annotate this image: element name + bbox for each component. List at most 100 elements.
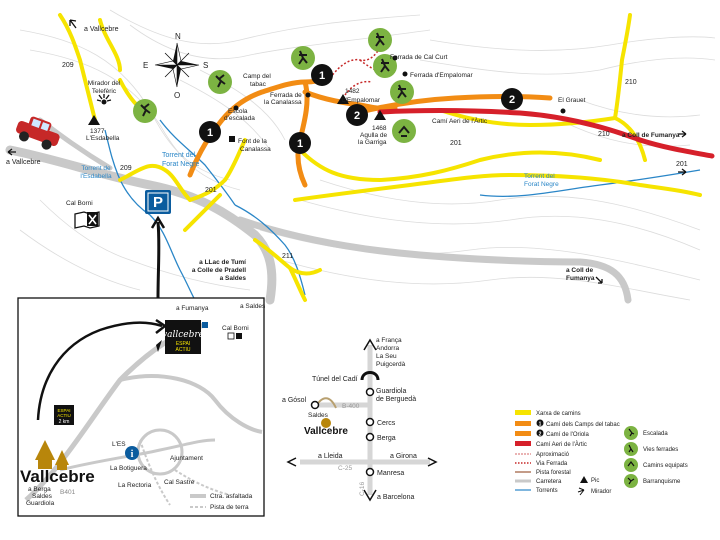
- label-llac-1: a LLac de Tumí: [199, 259, 246, 266]
- regional-lleida: a Lleida: [318, 453, 343, 460]
- route-1-number-b: 1: [297, 138, 303, 150]
- regional-franca-3: La Seu: [376, 353, 397, 360]
- legend-aeri: Camí Aeri de l'Àrtic: [536, 441, 587, 448]
- map-labels: a Vallcebre a Vallcebre 209 209 210 210 …: [6, 26, 688, 282]
- inset-cal-sastre: Cal Sastre: [164, 479, 195, 486]
- legend-xarxa: Xarxa de camins: [536, 411, 581, 417]
- route-1-marker-c: [311, 64, 333, 86]
- label-font-1: Font de la: [238, 138, 267, 145]
- route-2-number-b: 2: [509, 94, 515, 106]
- logo-word: vallcebre: [162, 330, 204, 340]
- regional-cercs: Cercs: [377, 420, 396, 427]
- peak-agulla-icon: [374, 110, 386, 120]
- pointer-arrow-to-parking: [150, 215, 166, 299]
- regional-vallcebre: Vallcebre: [304, 426, 348, 437]
- logo-sub2: ACTIU: [176, 347, 191, 353]
- direction-arrows: [7, 19, 687, 284]
- cal-borni-icons: [74, 211, 100, 229]
- regional-franca-2: Andorra: [376, 345, 400, 352]
- legend-barranquisme: Barranquisme: [643, 479, 681, 485]
- road-210-b: 210: [598, 131, 610, 138]
- regional-gosol: a Gósol: [282, 397, 307, 404]
- peak-esdabella-icon: [88, 115, 100, 125]
- label-cal-borni: Cal Borni: [66, 200, 93, 207]
- label-agulla-1: Agulla de: [360, 132, 387, 139]
- inset-town: Vallcebre: [20, 467, 95, 486]
- torrent-esdabella: [104, 129, 196, 301]
- legend-via-ferrada: Via Ferrada: [536, 461, 568, 467]
- via-ferrada-icon: [373, 54, 397, 78]
- legend-asfaltada: Ctra. asfaltada: [210, 493, 253, 500]
- inset-b401: B401: [60, 489, 76, 496]
- route-2-marker-a: [346, 104, 368, 126]
- label-escola-2: d'escalada: [224, 115, 255, 122]
- inset-village-map: vallcebre ESPAI ACTIU a Fumanya a Saldes…: [17, 297, 266, 517]
- label-torrent-esdabella-2: l'Esdabella: [80, 173, 112, 180]
- label-a-vallcebre-left: a Vallcebre: [6, 159, 41, 166]
- road-209-b: 209: [120, 165, 132, 172]
- inset-arrow: [36, 321, 163, 421]
- label-ferrada-calcurt: Ferrada de Cal Curt: [390, 54, 448, 61]
- legend-vies: Vies ferrades: [643, 447, 678, 453]
- route-cami-aeri: [377, 108, 715, 159]
- torrent-forat-negre: [159, 119, 236, 206]
- legend-canyoning-icon: [624, 474, 638, 488]
- legend-pic: Pic: [591, 478, 599, 484]
- inset-a-fumanya: a Fumanya: [176, 305, 209, 312]
- legend-cami2-num: 2: [539, 432, 542, 438]
- label-esdabella-alt: 1377: [90, 128, 105, 135]
- waypoint-dots: [229, 55, 566, 142]
- peaks: [88, 94, 386, 125]
- inset-a-saldes: a Saldes: [240, 303, 266, 310]
- inset-dest2: Saldes: [32, 493, 53, 500]
- label-ferrada-canalassa-1: Ferrada de: [270, 92, 302, 99]
- regional-girona: a Girona: [390, 453, 417, 460]
- logo-sub1: ESPAI: [176, 341, 190, 347]
- road-201-a: 201: [450, 140, 462, 147]
- svg-text:i: i: [131, 449, 134, 460]
- climbing-icon: [208, 70, 232, 94]
- route-1-marker-a: [199, 121, 221, 143]
- legend-cami1-num: 1: [539, 422, 542, 428]
- compass-west: O: [174, 91, 180, 100]
- regional-franca-4: Puigcerdà: [376, 361, 406, 368]
- label-ferrada-empalomar: Ferrada d'Empalomar: [410, 72, 473, 79]
- map-icon: [74, 211, 100, 229]
- info-icon: [125, 446, 139, 460]
- regional-tunel: Túnel del Cadí: [312, 376, 358, 383]
- label-camp-2: tabac: [250, 81, 267, 88]
- arrow-left: [7, 148, 16, 156]
- arrow-top-left: [69, 19, 77, 29]
- regional-barcelona: a Barcelona: [377, 494, 414, 501]
- activity-icons: [133, 28, 416, 143]
- route-1-number-c: 1: [319, 70, 325, 82]
- compass-east: E: [143, 61, 148, 70]
- label-empalomar-name: L'Empalomar: [342, 97, 381, 104]
- label-a-vallcebre-top: a Vallcebre: [84, 26, 119, 33]
- legend-peak-icon: [580, 476, 588, 483]
- label-camp-1: Camp del: [243, 73, 271, 80]
- road-201-c: 201: [676, 161, 688, 168]
- climbing-icon: [133, 99, 157, 123]
- road-201-b: 201: [205, 187, 217, 194]
- route-2-marker-b: [501, 88, 523, 110]
- parking-label: P: [153, 194, 163, 211]
- peak-empalomar-icon: [337, 94, 349, 104]
- equipped-path-icon: [392, 119, 416, 143]
- legend-cami1: Camí dels Camps del tabac: [546, 422, 620, 428]
- legend-carretera: Carretera: [536, 479, 562, 485]
- label-mirador-2: Telefèric: [92, 88, 117, 95]
- label-torrent-esdabella-1: Torrent de: [81, 165, 111, 172]
- label-torrent-forat-2: Forat Negre: [162, 161, 199, 168]
- compass-south: S: [203, 61, 208, 70]
- torrents: [104, 119, 701, 301]
- label-torrent-forat2-2: Forat Negre: [524, 181, 559, 188]
- inset-regional-diagram: a França Andorra La Seu Puigcerdà Túnel …: [282, 337, 438, 502]
- label-agulla-alt: 1468: [372, 125, 387, 132]
- sign-dist: 2 km: [59, 419, 70, 425]
- legend-escalada: Escalada: [643, 431, 668, 437]
- legend-viewpoint-icon: [577, 487, 585, 496]
- road-210-a: 210: [625, 79, 637, 86]
- label-escola-1: Escola: [228, 108, 248, 115]
